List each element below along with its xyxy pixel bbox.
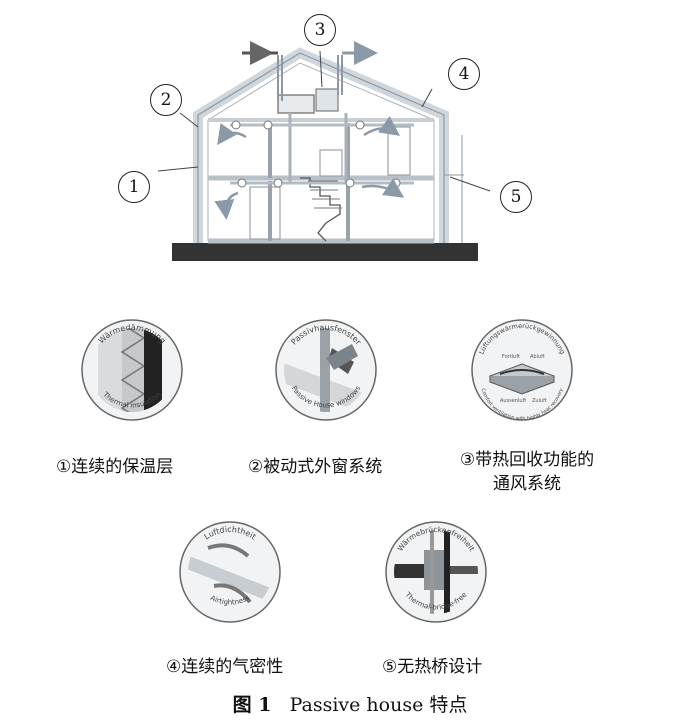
callout-3: 3 [304, 14, 336, 46]
figure-title: Passive house 特点 [289, 694, 468, 716]
callout-1: 1 [118, 171, 150, 203]
callout-2: 2 [150, 84, 182, 116]
inner-label-zuluft: Zuluft [532, 398, 547, 404]
callout-5: 5 [500, 181, 532, 213]
caption-airtightness: ④连续的气密性 [166, 657, 284, 677]
house-section-diagram [157, 41, 491, 261]
caption-line-1: ③带热回收功能的 [459, 450, 595, 470]
caption-thermal-insulation: ①连续的保温层 [56, 457, 174, 477]
badge-airtightness: Luftdichtheit Airtightness [178, 520, 282, 624]
inner-label-abluft: Abluft [530, 354, 545, 360]
callout-4: 4 [448, 58, 480, 90]
badge-thermal-insulation: Wärmedämmung Thermal insulation [80, 318, 184, 422]
caption-heat-recovery-ventilation: ③带热回收功能的 通风系统 [442, 448, 612, 496]
airtight-seal-icon [188, 543, 272, 608]
badge-thermal-bridge-free: Wärmebrückenfreiheit Thermal-bridge-free [384, 520, 488, 624]
caption-thermal-bridge-free: ⑤无热桥设计 [382, 657, 483, 677]
thermal-bridge-icon [394, 530, 478, 614]
badge-passive-house-windows: Passivhausfenster Passive House windows [274, 318, 378, 422]
heat-exchanger-icon [488, 363, 556, 395]
figure-label: 图 1 [232, 694, 272, 716]
figure-caption: 图 1 Passive house 特点 [0, 690, 700, 717]
caption-line-2: 通风系统 [493, 474, 561, 494]
inner-label-fortluft: Fortluft [502, 354, 520, 360]
insulation-layer-icon [98, 328, 162, 412]
badge-heat-recovery-ventilation: Fortluft Abluft Aussenluft Zuluft Lüftun… [470, 318, 574, 422]
inner-label-aussenluft: Aussenluft [500, 398, 526, 404]
caption-passive-house-windows: ②被动式外窗系统 [248, 457, 383, 477]
